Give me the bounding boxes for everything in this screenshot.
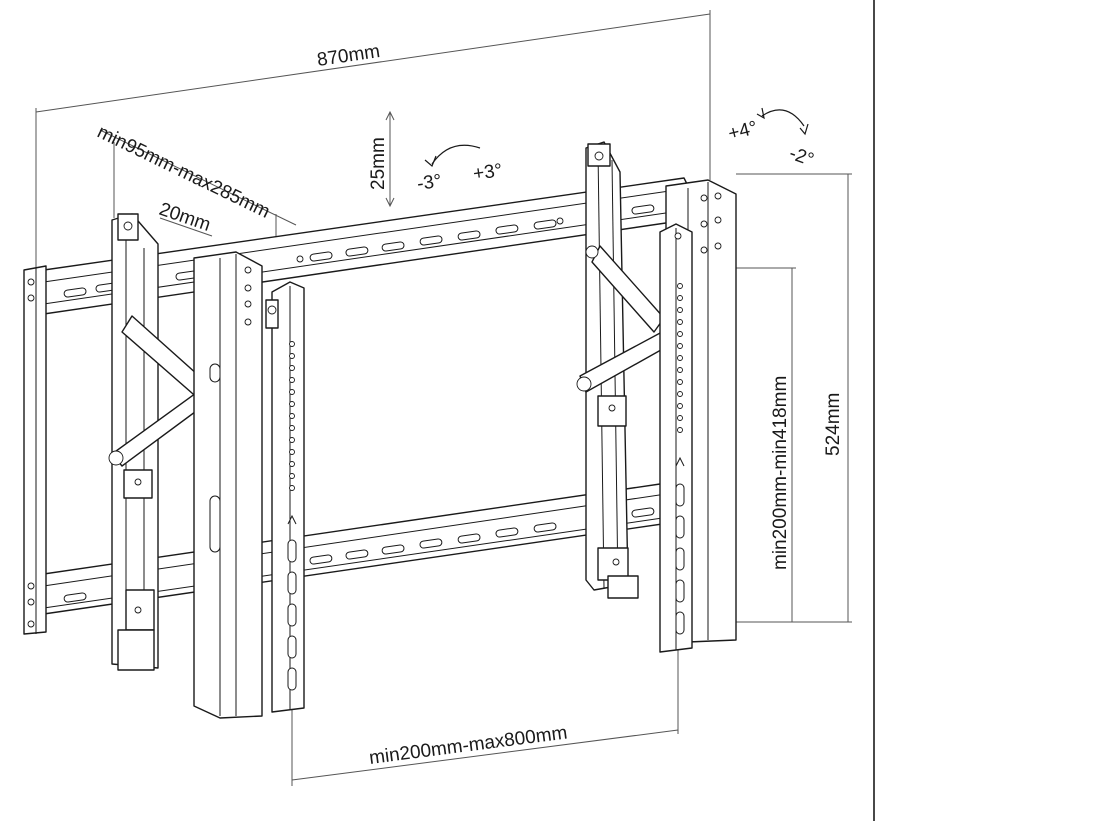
offset-label: 20mm <box>156 199 213 236</box>
tilt-left-positive-label: +3° <box>472 160 504 185</box>
left-end-bracket <box>23 265 47 635</box>
rotation-arrow-icon <box>424 144 481 168</box>
top-rail-holes <box>296 217 564 263</box>
overall-width-label: 870mm <box>316 41 382 71</box>
right-arm-mechanism <box>576 141 669 599</box>
vertical-adjust-label: 25mm <box>368 137 389 190</box>
right-screen-upright <box>659 223 693 653</box>
left-screen-upright <box>265 281 305 713</box>
dimension-lines <box>35 10 852 786</box>
vertical-hole-range-label: min200mm-min418mm <box>770 376 791 570</box>
bottom-rail-slots <box>63 507 655 603</box>
rotation-arrow-icon <box>756 107 809 136</box>
tilt-left-negative-label: -3° <box>416 171 443 195</box>
tilt-right-positive-label: +4° <box>726 117 759 144</box>
left-wall-upright <box>193 251 263 719</box>
tilt-right-negative-label: -2° <box>786 143 816 171</box>
height-label: 524mm <box>823 393 844 456</box>
horizontal-hole-range-label: min200mm-max800mm <box>368 722 569 769</box>
